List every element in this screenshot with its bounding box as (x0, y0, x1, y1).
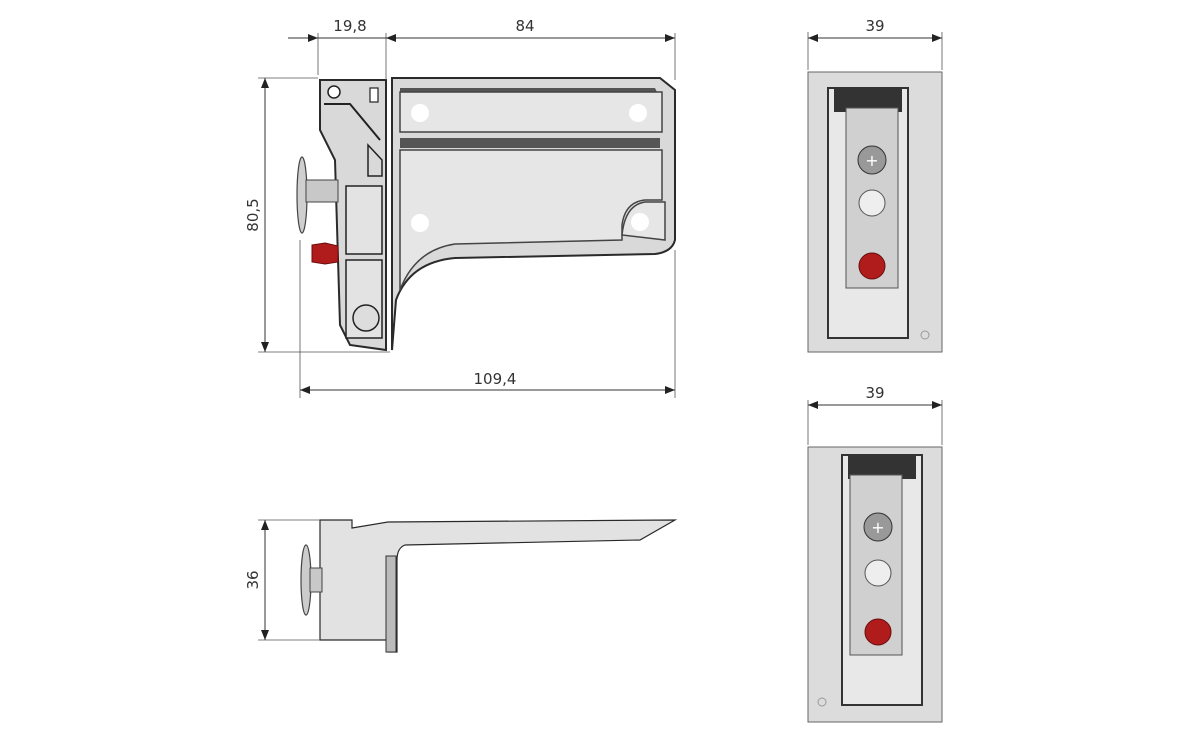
dim-front-total-length: 109,4 (474, 370, 517, 388)
dim-front-height: 80,5 (244, 198, 262, 231)
red-adjuster (311, 242, 339, 265)
front-dimensions: 19,8 84 80,5 109,4 (244, 17, 676, 398)
dim-end-view-top-width: 39 (865, 17, 884, 35)
front-view: 19,8 84 80,5 109,4 (244, 17, 676, 398)
svg-text:+: + (871, 518, 884, 537)
dim-front-arm-length: 84 (515, 17, 534, 35)
front-view-part (296, 77, 676, 352)
end-view-top: + 39 (807, 17, 943, 353)
dim-side-height: 36 (244, 570, 262, 589)
svg-text:+: + (865, 151, 878, 170)
end-view-bottom: + 39 (807, 384, 943, 723)
side-view: 36 (244, 519, 678, 653)
dim-end-view-bottom-width: 39 (865, 384, 884, 402)
dim-front-left-width: 19,8 (333, 17, 366, 35)
